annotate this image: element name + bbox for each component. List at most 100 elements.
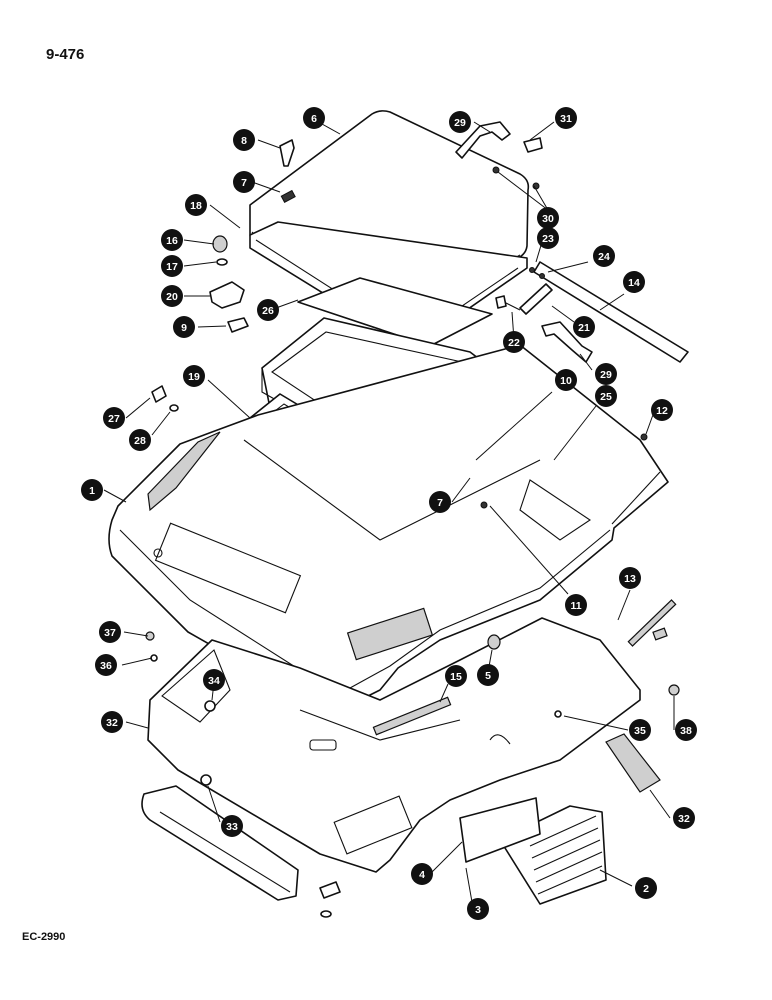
callout-number: 3	[475, 904, 481, 916]
callout-number: 29	[600, 369, 612, 381]
callout-circle	[673, 807, 695, 829]
callout-24: 24	[593, 245, 615, 267]
callout-circle	[449, 111, 471, 133]
callout-number: 26	[262, 305, 274, 317]
callout-circle	[129, 429, 151, 451]
callout-circle	[467, 898, 489, 920]
callout-circle	[429, 491, 451, 513]
callout-23: 23	[537, 227, 559, 249]
callout-number: 19	[188, 371, 200, 383]
callout-number: 27	[108, 413, 120, 425]
callout-36: 36	[95, 654, 117, 676]
sun-visor	[141, 785, 299, 901]
callout-circle	[619, 567, 641, 589]
callout-circle	[411, 863, 433, 885]
callout-circle	[555, 369, 577, 391]
callout-26: 26	[257, 299, 279, 321]
callout-number: 7	[241, 177, 247, 189]
callout-number: 12	[656, 405, 668, 417]
callout-15: 15	[445, 665, 467, 687]
gas-strut	[499, 283, 553, 315]
callout-30: 30	[537, 207, 559, 229]
callout-number: 23	[542, 233, 554, 245]
page-number: 9-476	[46, 46, 85, 63]
callout-circle	[623, 271, 645, 293]
callout-number: 28	[134, 435, 146, 447]
callout-number: 17	[166, 261, 178, 273]
callout-32: 32	[673, 807, 695, 829]
callout-number: 35	[634, 725, 646, 737]
hinge-assembly	[209, 235, 249, 333]
callout-28: 28	[129, 429, 151, 451]
callout-number: 14	[628, 277, 640, 289]
callout-circle	[101, 711, 123, 733]
callout-14: 14	[623, 271, 645, 293]
callout-circle	[161, 229, 183, 251]
callout-25: 25	[595, 385, 617, 407]
callout-number: 7	[437, 497, 443, 509]
callout-2: 2	[635, 877, 657, 899]
callout-27: 27	[103, 407, 125, 429]
callout-circle	[565, 594, 587, 616]
callout-number: 13	[624, 573, 636, 585]
callout-16: 16	[161, 229, 183, 251]
callout-circle	[595, 385, 617, 407]
callout-number: 4	[419, 869, 425, 881]
callout-circle	[629, 719, 651, 741]
grab-handle-upper	[455, 121, 511, 159]
fasteners	[145, 137, 680, 918]
callout-circle	[445, 665, 467, 687]
inner-seal-pad	[297, 277, 493, 347]
callout-circle	[81, 479, 103, 501]
callout-circle	[99, 621, 121, 643]
callout-number: 5	[485, 670, 491, 682]
callout-number: 11	[570, 600, 581, 612]
callout-circle	[95, 654, 117, 676]
callout-layer: 1234567789101112131415161718192021222324…	[81, 107, 697, 920]
callout-9: 9	[173, 316, 195, 338]
callout-number: 32	[678, 813, 690, 825]
callout-circle	[221, 815, 243, 837]
callout-number: 10	[560, 375, 572, 387]
callout-circle	[161, 285, 183, 307]
callout-34: 34	[203, 669, 225, 691]
callout-20: 20	[161, 285, 183, 307]
callout-number: 31	[560, 113, 572, 125]
callout-circle	[595, 363, 617, 385]
callout-number: 6	[311, 113, 317, 125]
callout-circle	[537, 227, 559, 249]
filter-cover-panel	[459, 797, 541, 863]
leader-lines	[103, 121, 675, 903]
callout-circle	[183, 365, 205, 387]
callout-4: 4	[411, 863, 433, 885]
callout-number: 1	[89, 485, 95, 497]
callout-6: 6	[303, 107, 325, 129]
callout-circle	[555, 107, 577, 129]
callout-7: 7	[233, 171, 255, 193]
callout-circle	[233, 171, 255, 193]
callout-circle	[185, 194, 207, 216]
drawing-code: EC-2990	[22, 931, 66, 943]
callout-circle	[477, 664, 499, 686]
callout-number: 22	[508, 337, 520, 349]
callout-number: 25	[600, 391, 612, 403]
callout-circle	[173, 316, 195, 338]
callout-number: 15	[450, 671, 462, 683]
callout-1: 1	[81, 479, 103, 501]
callout-3: 3	[467, 898, 489, 920]
callout-circle	[537, 207, 559, 229]
callout-8: 8	[233, 129, 255, 151]
callout-22: 22	[503, 331, 525, 353]
callout-number: 9	[181, 322, 187, 334]
callout-number: 32	[106, 717, 118, 729]
support-rod	[533, 261, 689, 363]
callout-circle	[573, 316, 595, 338]
callout-circle	[651, 399, 673, 421]
callout-circle	[593, 245, 615, 267]
callout-33: 33	[221, 815, 243, 837]
callout-number: 30	[542, 213, 554, 225]
callout-circle	[103, 407, 125, 429]
callout-number: 2	[643, 883, 649, 895]
